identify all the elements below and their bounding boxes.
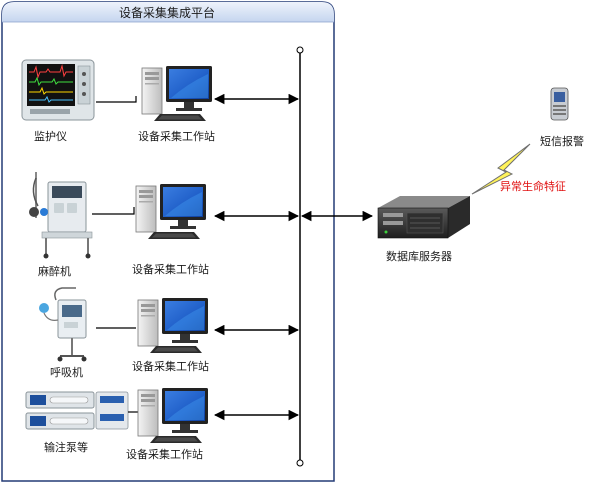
device-label-ventilator: 呼吸机 [50, 366, 83, 379]
alert-signal-icon [471, 143, 531, 195]
anesthesia-machine-icon [29, 172, 93, 259]
database-server-icon [377, 196, 470, 239]
device-connectors [92, 96, 138, 413]
phone-label: 短信报警 [540, 135, 584, 148]
device-label-anesthesia: 麻醉机 [38, 265, 71, 278]
device-label-infusion: 输注泵等 [44, 441, 88, 454]
patient-monitor-icon [21, 59, 95, 121]
network-bus [296, 46, 304, 467]
device-label-monitor: 监护仪 [34, 130, 67, 143]
server-label: 数据库服务器 [386, 250, 452, 263]
ventilator-icon [39, 287, 87, 362]
workstation-label-4: 设备采集工作站 [126, 448, 203, 461]
platform-title: 设备采集集成平台 [118, 6, 215, 20]
alert-label: 异常生命特征 [500, 180, 566, 193]
workstation-label-1: 设备采集工作站 [138, 130, 215, 143]
infusion-pump-icon [25, 391, 129, 430]
mobile-phone-icon [550, 87, 569, 121]
workstation-label-2: 设备采集工作站 [132, 263, 209, 276]
bus-arrows [213, 93, 374, 421]
workstation-label-3: 设备采集工作站 [132, 360, 209, 373]
